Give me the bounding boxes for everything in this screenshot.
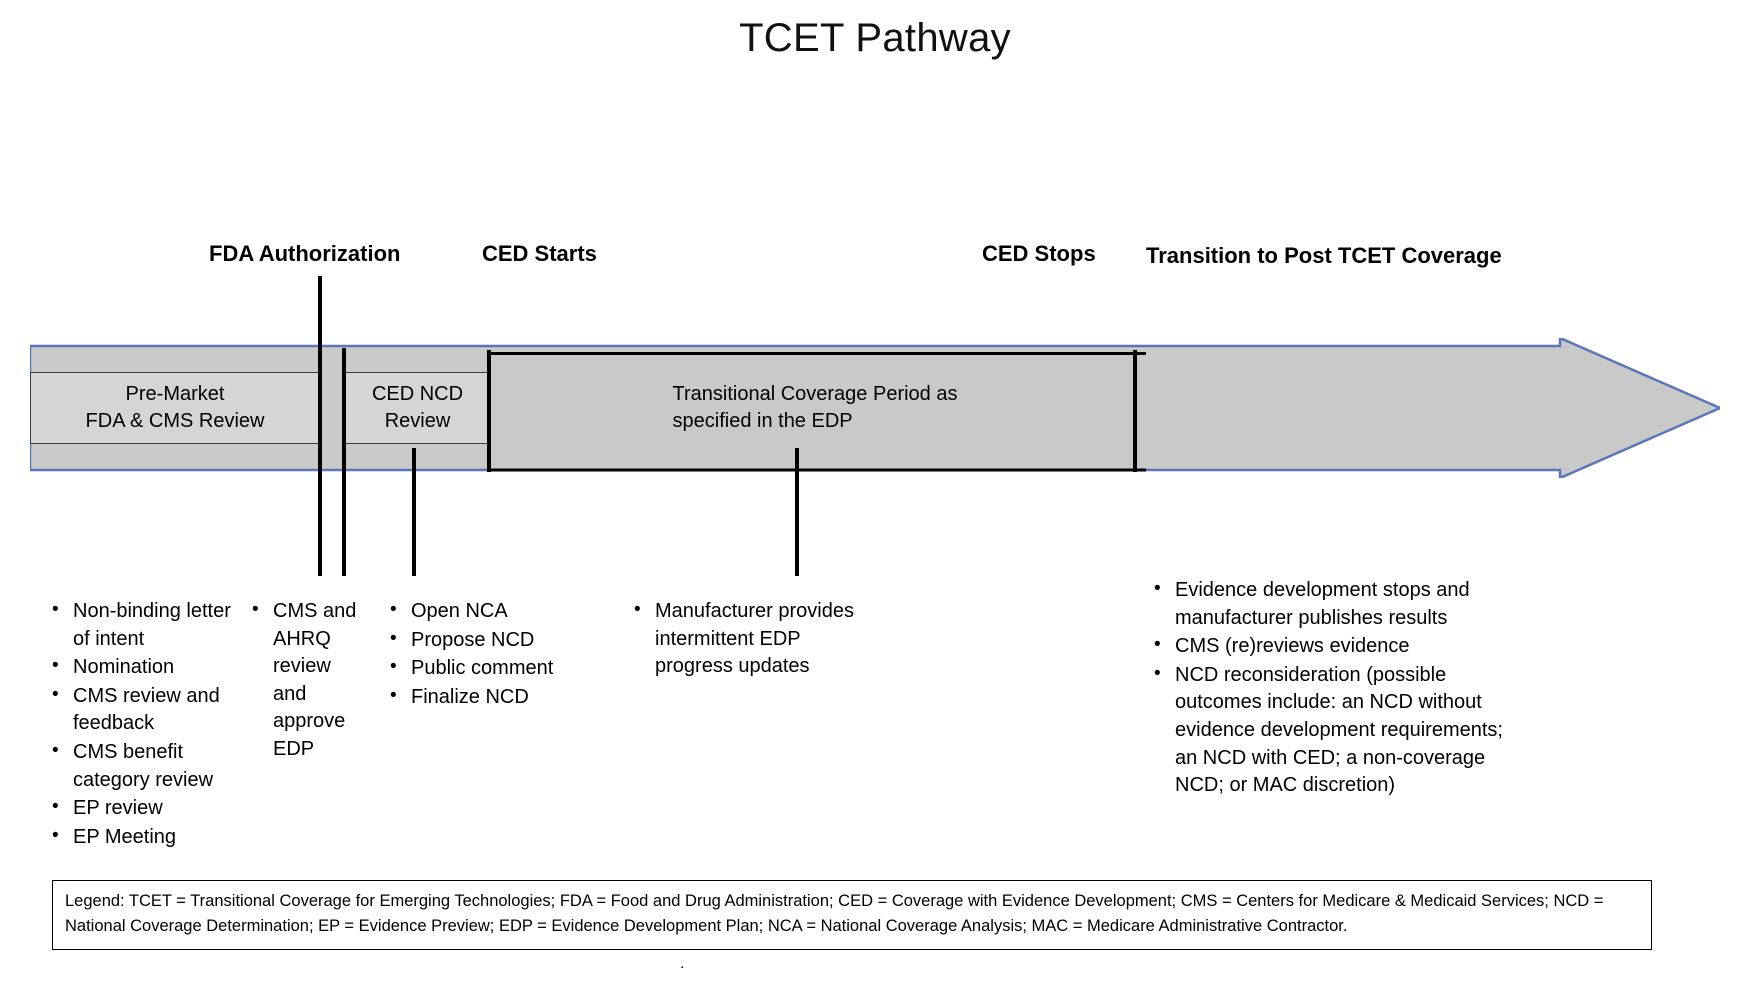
bullet-group-edp-approval-activities: CMS and AHRQ review and approve EDP	[248, 597, 368, 765]
legend-box: Legend: TCET = Transitional Coverage for…	[52, 880, 1652, 950]
legend-trailing-mark: .	[680, 955, 685, 972]
bullet-list: Open NCA Propose NCD Public comment Fina…	[386, 597, 586, 712]
transitional-coverage-bracket	[488, 352, 1146, 472]
list-item: EP review	[48, 794, 248, 823]
bullet-group-coverage-period-activities: Manufacturer provides intermittent EDP p…	[630, 597, 880, 682]
list-item: Public comment	[386, 654, 586, 683]
bullet-list: Evidence development stops and manufactu…	[1150, 576, 1522, 800]
list-item: CMS (re)reviews evidence	[1150, 632, 1522, 661]
list-item: Non-binding letter of intent	[48, 597, 248, 653]
tick-edp-approval-drop	[412, 448, 416, 576]
phase-box-transitional-coverage: Transitional Coverage Period as specifie…	[495, 372, 1135, 444]
bullet-group-ncd-process-activities: Open NCA Propose NCD Public comment Fina…	[386, 597, 586, 712]
bullet-group-post-tcet-activities: Evidence development stops and manufactu…	[1150, 576, 1522, 801]
list-item: Finalize NCD	[386, 683, 586, 712]
bullet-list: Manufacturer provides intermittent EDP p…	[630, 597, 880, 681]
bullet-list: Non-binding letter of intent Nomination …	[48, 597, 248, 852]
milestone-label-transition-post-tcet: Transition to Post TCET Coverage	[1146, 243, 1502, 268]
tick-progress-updates	[795, 448, 799, 576]
list-item: EP Meeting	[48, 823, 248, 852]
list-item: NCD reconsideration (possible outcomes i…	[1150, 661, 1522, 800]
list-item: Evidence development stops and manufactu…	[1150, 576, 1522, 632]
tick-ced-stops	[1133, 350, 1137, 472]
phase-box-ced-ncd-review-text: CED NCD Review	[366, 381, 469, 435]
phase-line-2: specified in the EDP	[672, 410, 853, 432]
phase-box-transitional-coverage-text: Transitional Coverage Period as specifie…	[667, 381, 964, 435]
tick-ced-starts	[487, 350, 491, 472]
legend-text: Legend: TCET = Transitional Coverage for…	[65, 892, 1604, 935]
tick-fda-authorization	[318, 276, 322, 576]
milestone-label-ced-starts: CED Starts	[482, 241, 597, 266]
phase-line-2: Review	[384, 410, 451, 432]
tick-edp-approval	[342, 348, 346, 576]
list-item: CMS benefit category review	[48, 738, 248, 794]
phase-box-ced-ncd-review: CED NCD Review	[345, 372, 490, 444]
phase-line-1: CED NCD	[371, 383, 464, 405]
bullet-group-pre-market-activities: Non-binding letter of intent Nomination …	[48, 597, 248, 852]
phase-line-1: Pre-Market	[125, 383, 225, 405]
list-item: Manufacturer provides intermittent EDP p…	[630, 597, 880, 681]
milestone-label-ced-stops: CED Stops	[982, 241, 1096, 266]
list-item: CMS review and feedback	[48, 682, 248, 738]
list-item: Propose NCD	[386, 626, 586, 655]
phase-line-2: FDA & CMS Review	[85, 410, 265, 432]
phase-box-pre-market-text: Pre-Market FDA & CMS Review	[80, 381, 271, 435]
milestone-label-fda-authorization: FDA Authorization	[209, 241, 401, 266]
phase-line-1: Transitional Coverage Period as	[672, 383, 958, 405]
phase-box-pre-market: Pre-Market FDA & CMS Review	[30, 372, 320, 444]
list-item: Nomination	[48, 653, 248, 682]
list-item: CMS and AHRQ review and approve EDP	[248, 597, 368, 764]
page-title: TCET Pathway	[739, 16, 1011, 60]
bullet-list: CMS and AHRQ review and approve EDP	[248, 597, 368, 764]
list-item: Open NCA	[386, 597, 586, 626]
